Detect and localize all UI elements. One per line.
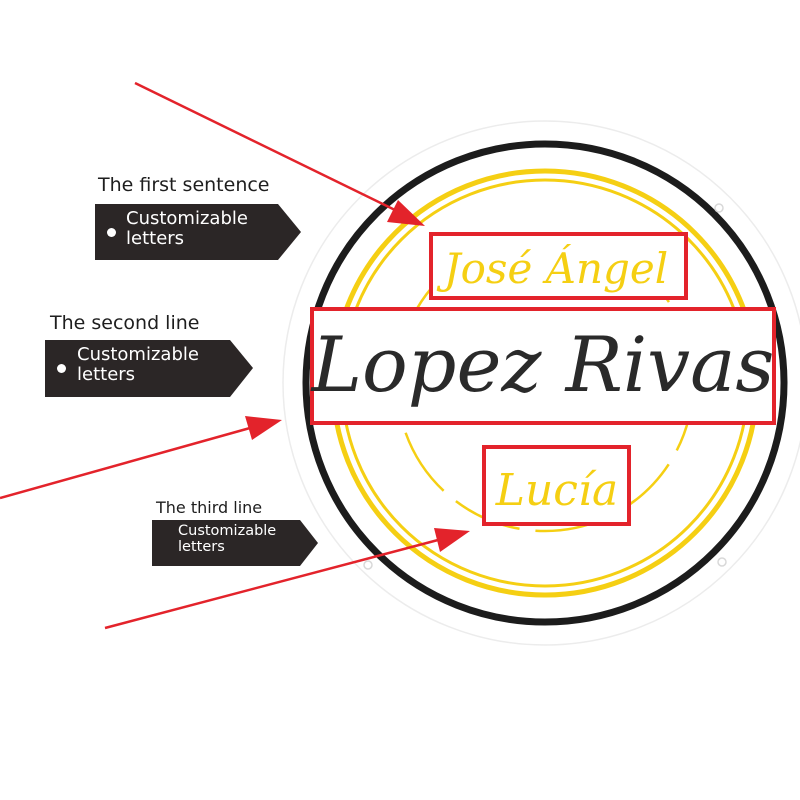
callout1-tag-text: Customizable letters	[126, 208, 248, 249]
mount-hole	[717, 557, 727, 567]
callout1-tag: Customizable letters	[95, 204, 301, 260]
tag-bullet-icon	[107, 228, 116, 237]
arrow-to-line1	[134, 81, 425, 226]
line1-highlight-box	[429, 232, 688, 300]
sign-line2-text: Lopez Rivas	[310, 320, 775, 409]
sign-line3-text: Lucía	[495, 465, 619, 516]
callout2-heading: The second line	[50, 312, 200, 334]
callout3-heading: The third line	[156, 498, 263, 517]
callout3-tag: Customizable letters	[152, 520, 318, 566]
callout3-tag-text: Customizable letters	[178, 523, 277, 555]
line3-highlight-box	[482, 445, 631, 526]
arrow-to-line3	[104, 528, 470, 630]
callout1-heading: The first sentence	[98, 174, 270, 196]
arrow-to-line2	[0, 416, 282, 500]
callout2-tag: Customizable letters	[45, 340, 253, 397]
sign-line1-text: José Ángel	[436, 243, 668, 293]
outer-ring	[302, 140, 788, 626]
tag-bullet-icon	[57, 364, 66, 373]
callout2-tag-text: Customizable letters	[77, 344, 199, 385]
mount-hole	[363, 560, 373, 570]
mount-hole	[714, 203, 724, 213]
name-band	[312, 309, 774, 423]
line2-highlight-box	[310, 307, 776, 425]
